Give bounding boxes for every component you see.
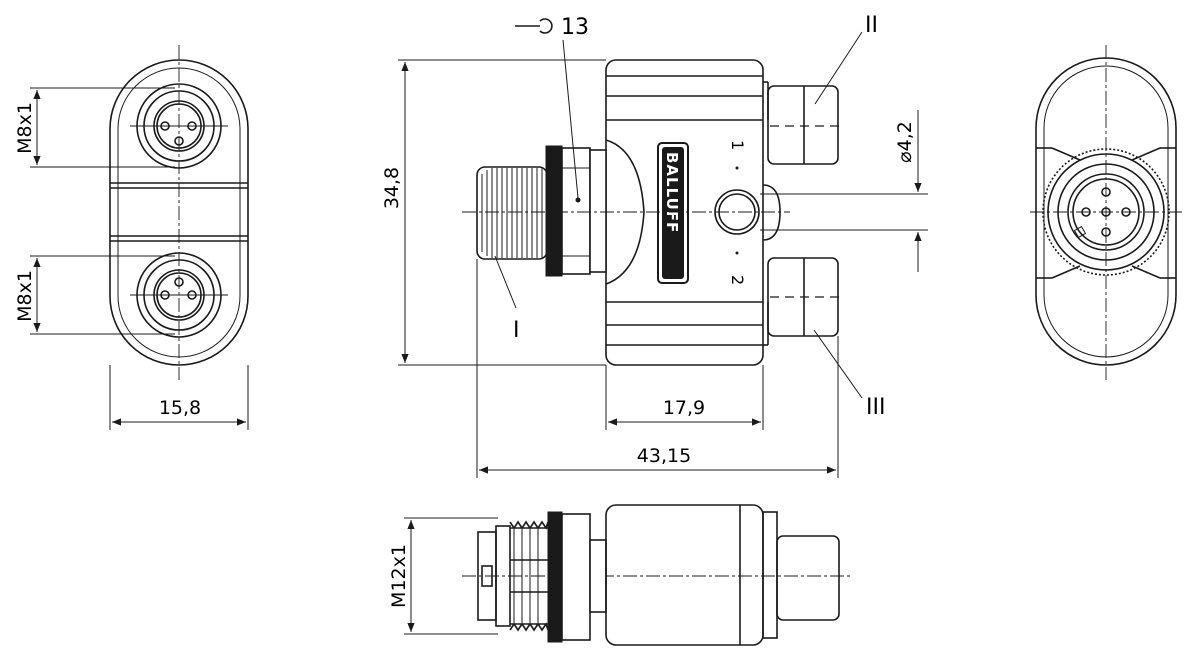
bottom-view (404, 504, 852, 646)
dim-body-width: 17,9 (663, 397, 705, 419)
pin-2-label: 2 (728, 275, 747, 285)
wrench-icon (515, 18, 553, 34)
m12-connector (476, 145, 607, 277)
wrench-size-label: 13 (561, 15, 589, 40)
bottom-socket (130, 252, 228, 338)
dim-m8-bottom: M8x1 (14, 270, 36, 322)
dim-hole-value: 4,2 (894, 121, 916, 151)
pin-1-label: 1 (728, 140, 747, 150)
dim-hole-diameter: ⌀4,2 (894, 121, 916, 163)
callout-II: II (865, 13, 878, 38)
callout-III: III (866, 395, 885, 420)
dim-m8-top: M8x1 (14, 102, 36, 154)
left-view (30, 45, 249, 430)
dim-total-width: 43,15 (637, 445, 691, 467)
dim-left-width: 15,8 (159, 397, 201, 419)
dim-height: 34,8 (381, 167, 403, 209)
dim-m12: M12x1 (388, 544, 410, 608)
top-socket (130, 83, 228, 169)
brand-label: BALLUFF (663, 152, 681, 233)
callout-I: I (513, 318, 520, 343)
right-view (1030, 45, 1185, 380)
center-view: BALLUFF 1 2 (398, 13, 928, 478)
